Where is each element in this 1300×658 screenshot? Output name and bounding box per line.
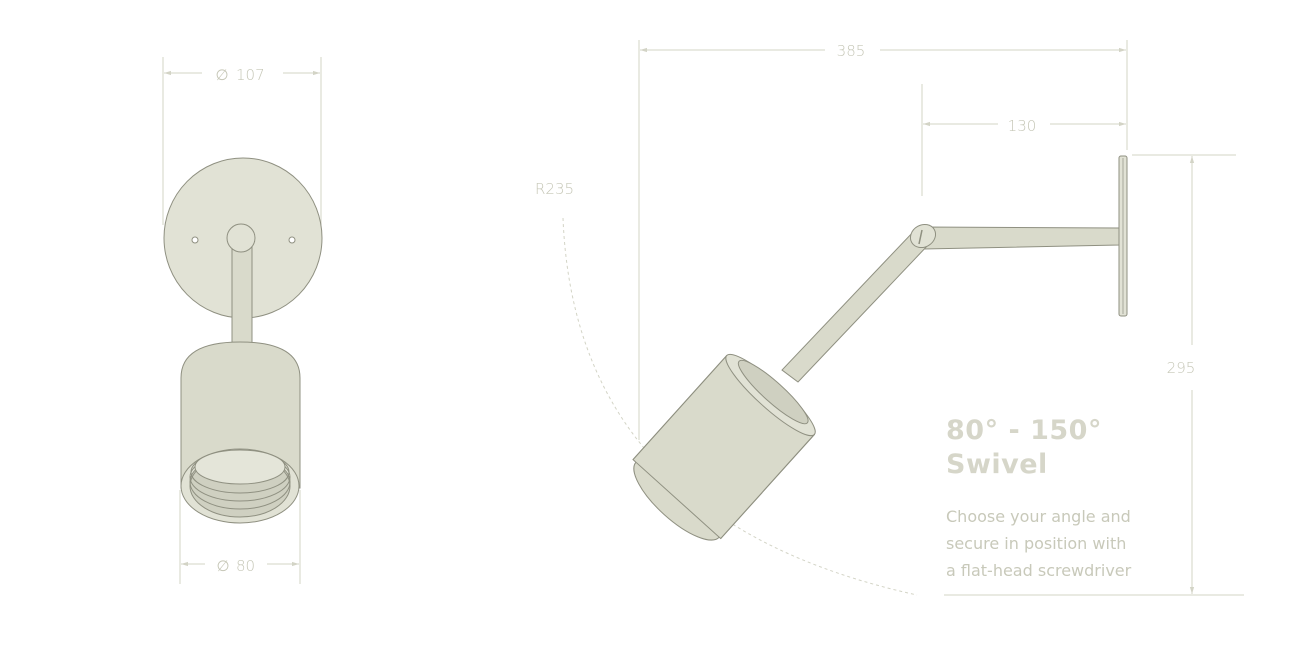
description-line: secure in position with <box>946 534 1127 553</box>
swivel-headline: 80° - 150° Swivel <box>946 414 1102 482</box>
diameter-bottom-label: 80 <box>236 557 255 575</box>
screw-hole-right <box>288 236 296 244</box>
front-view: ∅ 107 ∅ 80 <box>162 57 323 584</box>
stem <box>231 239 253 349</box>
arm-length-label: 130 <box>1008 117 1037 135</box>
socket-core <box>194 449 286 485</box>
knuckle-screw <box>918 229 923 245</box>
lamp-head <box>632 353 816 541</box>
swivel-title: Swivel <box>946 449 1048 480</box>
screw-hole-left <box>191 236 199 244</box>
horizontal-arm <box>921 226 1120 250</box>
description-line: Choose your angle and <box>946 507 1131 526</box>
description-line: a flat-head screwdriver <box>946 561 1132 580</box>
swivel-radius-arc <box>562 217 918 596</box>
side-view: 385 130 295 R235 <box>535 40 1244 596</box>
angled-arm <box>781 230 931 383</box>
diameter-symbol-icon: ∅ <box>216 557 229 575</box>
lamp-head-edge-bottom <box>720 434 815 539</box>
lamp-head-edge-top <box>632 355 728 460</box>
overall-width-label: 385 <box>837 42 866 60</box>
lamp-holder <box>180 341 301 489</box>
height-label: 295 <box>1167 359 1196 377</box>
radius-label: R235 <box>535 180 574 198</box>
diameter-top-label: 107 <box>236 66 265 84</box>
lamp-head-collar <box>737 359 809 425</box>
stem-pivot <box>226 223 256 253</box>
swivel-description: Choose your angle and secure in position… <box>946 503 1246 584</box>
swivel-angle-range: 80° - 150° <box>946 415 1102 446</box>
knuckle-joint <box>909 223 937 249</box>
diameter-symbol-icon: ∅ <box>215 66 228 84</box>
